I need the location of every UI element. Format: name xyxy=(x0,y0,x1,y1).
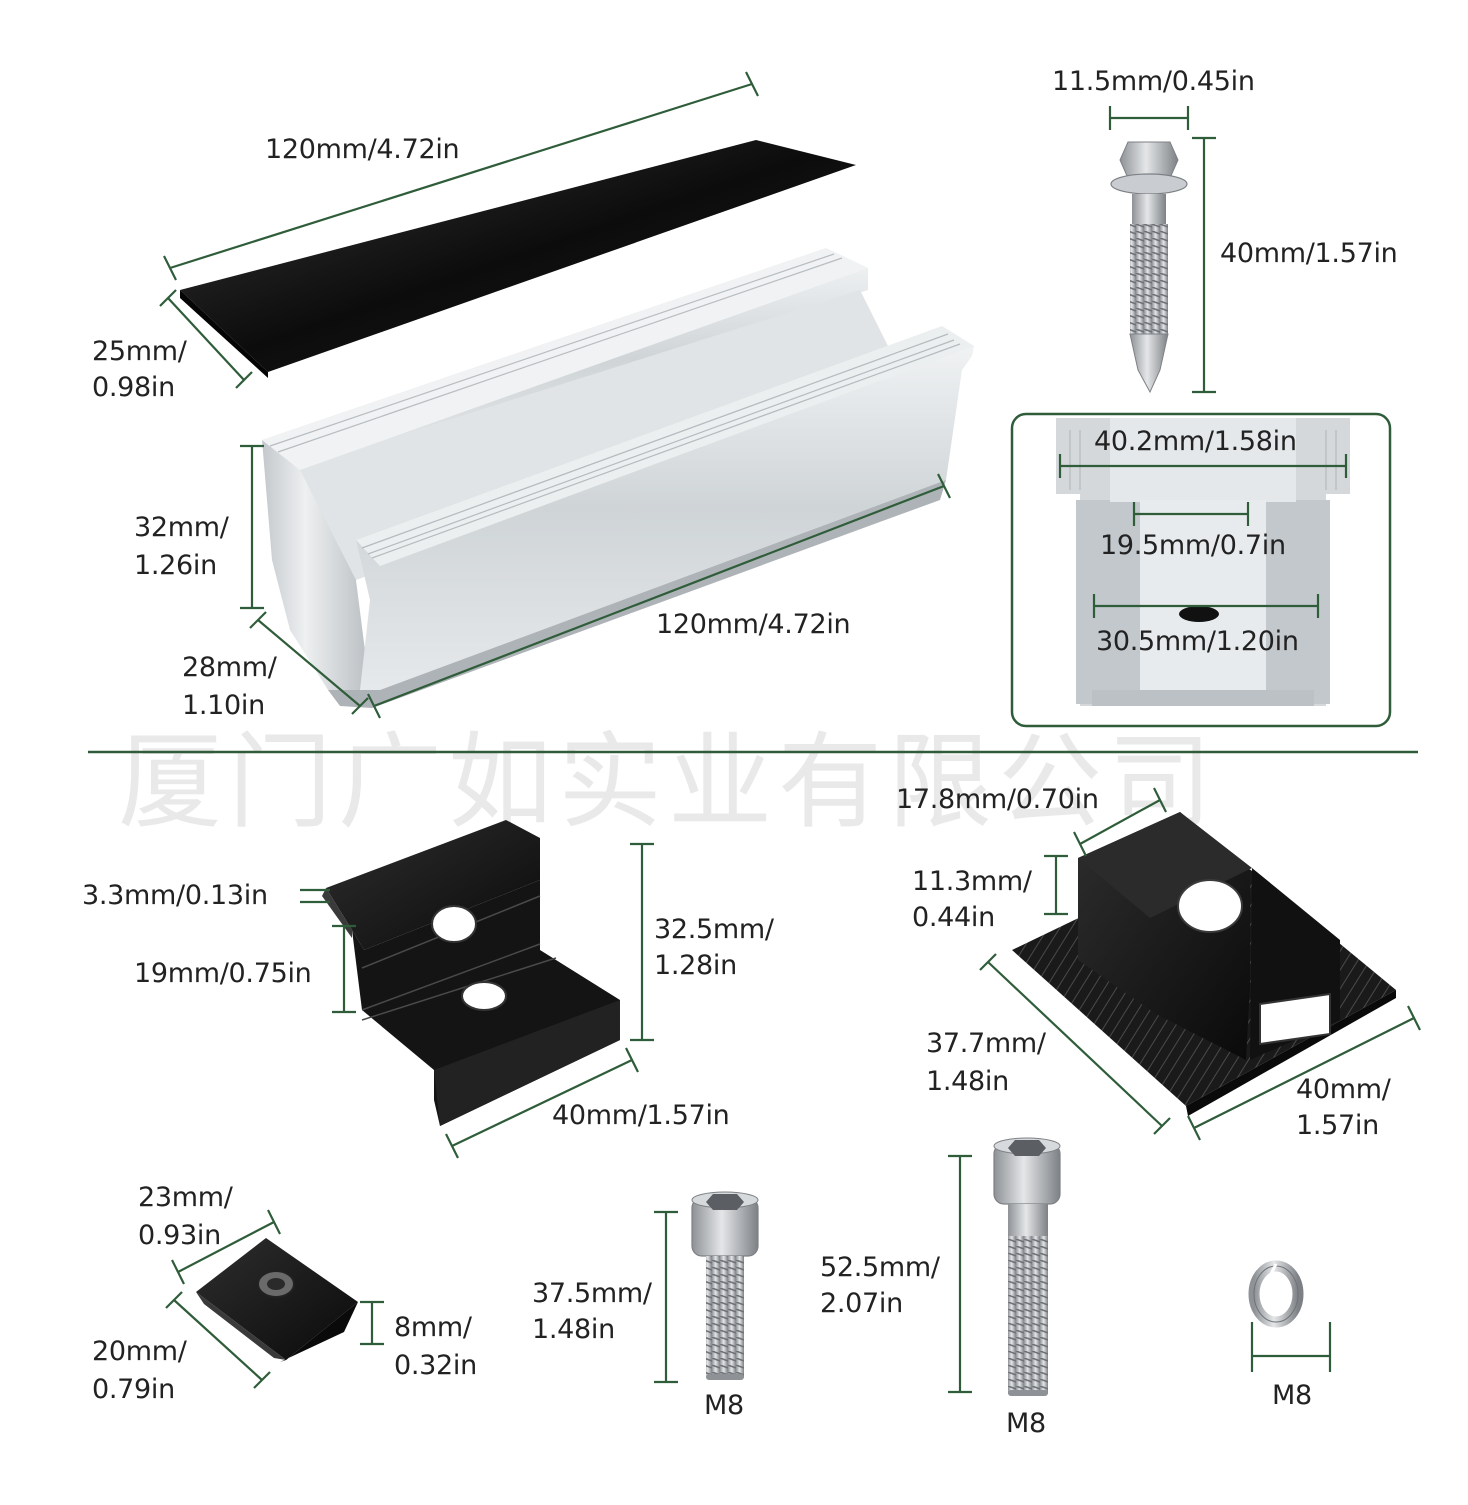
rail-end-view xyxy=(1056,418,1350,706)
pad-width-label-2: 0.98in xyxy=(92,372,175,403)
t-nut-width-label-2: 0.79in xyxy=(92,1374,175,1405)
watermark-text: 厦门广如实业有限公司 xyxy=(118,721,1218,843)
mid-clamp xyxy=(1012,812,1396,1116)
end-clamp-lip-label: 3.3mm/0.13in xyxy=(82,880,268,911)
rail-top-width-label: 40.2mm/1.58in xyxy=(1094,426,1297,457)
short-bolt-length-dimension xyxy=(654,1210,678,1384)
end-clamp xyxy=(322,820,620,1126)
end-clamp-length-dimension xyxy=(445,1047,639,1159)
long-bolt xyxy=(993,1137,1061,1396)
screw-length-dimension xyxy=(1192,136,1216,394)
mid-clamp-base-width-dimension xyxy=(979,953,1171,1135)
t-nut-height-label-2: 0.32in xyxy=(394,1350,477,1381)
end-clamp-height-dimension xyxy=(630,842,654,1042)
rail-inner-width-dimension xyxy=(1092,594,1320,618)
short-bolt-thread-label: M8 xyxy=(704,1390,744,1421)
rail-slot-width-label: 19.5mm/0.7in xyxy=(1100,530,1286,561)
rail-inner-width-label: 30.5mm/1.20in xyxy=(1096,626,1299,657)
mid-clamp-length-label-1: 40mm/ xyxy=(1296,1074,1392,1105)
mid-clamp-length-label-2: 1.57in xyxy=(1296,1110,1379,1141)
end-clamp-hole-dimension xyxy=(332,924,356,1014)
t-nut-height-dimension xyxy=(360,1300,384,1346)
end-clamp-length-label: 40mm/1.57in xyxy=(552,1100,730,1131)
t-nut-width-label-1: 20mm/ xyxy=(92,1336,188,1367)
long-bolt-length-label-1: 52.5mm/ xyxy=(820,1252,941,1283)
short-bolt-length-label-1: 37.5mm/ xyxy=(532,1278,653,1309)
mid-clamp-base-width-label-1: 37.7mm/ xyxy=(926,1028,1047,1059)
screw-length-label: 40mm/1.57in xyxy=(1220,238,1398,269)
short-bolt xyxy=(691,1191,759,1380)
rail-width-label-2: 1.10in xyxy=(182,690,265,721)
mid-clamp-length-dimension xyxy=(1187,1005,1421,1141)
screw-head-dimension xyxy=(1108,106,1190,130)
spring-washer xyxy=(1248,1260,1304,1328)
mid-clamp-top-width-dimension xyxy=(1073,787,1167,857)
mid-clamp-top-height-label-2: 0.44in xyxy=(912,902,995,933)
screw-head-label: 11.5mm/0.45in xyxy=(1052,66,1255,97)
end-clamp-lip-dimension xyxy=(300,888,330,904)
short-bolt-length-label-2: 1.48in xyxy=(532,1314,615,1345)
pad-width-dimension xyxy=(159,289,253,389)
rail-length-dimension xyxy=(367,473,951,719)
rail-width-label-1: 28mm/ xyxy=(182,652,278,683)
end-clamp-height-label-2: 1.28in xyxy=(654,950,737,981)
rail-length-label: 120mm/4.72in xyxy=(656,609,850,640)
rail-slot-width-dimension xyxy=(1132,502,1250,526)
rubber-pad xyxy=(180,140,856,378)
long-bolt-length-label-2: 2.07in xyxy=(820,1288,903,1319)
rail-top-width-dimension xyxy=(1058,454,1348,478)
mid-clamp-top-height-dimension xyxy=(1044,854,1068,916)
t-nut-length-label-2: 0.93in xyxy=(138,1220,221,1251)
self-drilling-screw xyxy=(1110,141,1188,394)
rail-width-dimension xyxy=(249,611,369,715)
long-bolt-length-dimension xyxy=(948,1154,972,1394)
mid-clamp-base-width-label-2: 1.48in xyxy=(926,1066,1009,1097)
spring-washer-size-label: M8 xyxy=(1272,1380,1312,1411)
t-nut-length-dimension xyxy=(171,1209,281,1285)
end-clamp-hole-label: 19mm/0.75in xyxy=(134,958,312,989)
t-nut xyxy=(196,1238,358,1362)
spring-washer-size-dimension xyxy=(1250,1322,1332,1372)
mid-clamp-top-width-label: 17.8mm/0.70in xyxy=(896,784,1099,815)
rail-height-dimension xyxy=(240,444,264,610)
long-bolt-thread-label: M8 xyxy=(1006,1408,1046,1439)
t-nut-width-dimension xyxy=(165,1291,271,1389)
t-nut-length-label-1: 23mm/ xyxy=(138,1182,234,1213)
rail-height-label-2: 1.26in xyxy=(134,550,217,581)
pad-length-dimension xyxy=(163,71,759,281)
rail-height-label-1: 32mm/ xyxy=(134,512,230,543)
pad-length-label: 120mm/4.72in xyxy=(265,134,459,165)
mid-clamp-top-height-label-1: 11.3mm/ xyxy=(912,866,1033,897)
pad-width-label-1: 25mm/ xyxy=(92,336,188,367)
t-nut-height-label-1: 8mm/ xyxy=(394,1312,473,1343)
end-clamp-height-label-1: 32.5mm/ xyxy=(654,914,775,945)
aluminum-rail xyxy=(262,248,974,708)
